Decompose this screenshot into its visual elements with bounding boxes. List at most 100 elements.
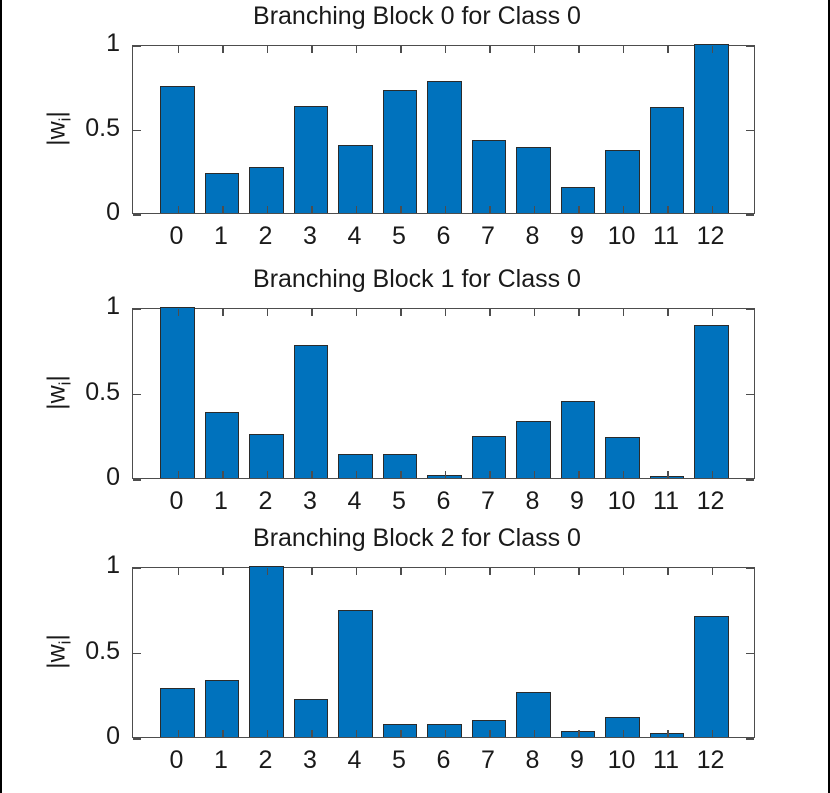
x-tick-label: 1: [214, 487, 228, 515]
x-tick-mark: [667, 730, 669, 737]
x-tick-mark: [177, 568, 180, 575]
x-tick-mark: [533, 568, 536, 575]
x-tick-label: 5: [392, 222, 406, 250]
x-tick-mark: [222, 309, 224, 316]
bar: [382, 454, 418, 478]
x-tick-mark: [578, 471, 580, 478]
x-tick-label: 7: [481, 222, 495, 250]
y-tick-mark: [746, 567, 754, 569]
bar: [427, 474, 462, 478]
x-tick-mark: [355, 568, 358, 575]
x-tick-mark: [355, 46, 358, 53]
y-tick-mark: [133, 393, 141, 396]
bar: [160, 86, 195, 213]
bar: [293, 344, 329, 478]
x-tick-label: 9: [570, 746, 584, 774]
x-tick-mark: [622, 206, 625, 213]
y-tick-label: 1: [106, 551, 120, 579]
x-tick-label: 7: [481, 746, 495, 774]
x-tick-mark: [667, 471, 669, 478]
x-tick-mark: [177, 309, 180, 316]
x-tick-label: 5: [392, 487, 406, 515]
bar: [471, 436, 507, 478]
x-tick-label: 4: [347, 222, 362, 250]
bar: [649, 476, 685, 478]
x-tick-mark: [533, 46, 536, 53]
x-tick-label: 2: [258, 487, 273, 515]
x-tick-label: 0: [169, 222, 184, 250]
bar: [560, 186, 596, 213]
x-tick-mark: [444, 206, 447, 213]
bars-container: [133, 44, 754, 216]
x-tick-mark: [400, 206, 402, 213]
x-tick-label: 6: [436, 487, 451, 515]
x-tick-mark: [222, 471, 224, 478]
y-tick-mark: [746, 738, 754, 740]
x-tick-mark: [533, 206, 536, 213]
bar: [249, 434, 284, 478]
x-tick-mark: [266, 730, 269, 737]
x-tick-mark: [489, 730, 491, 737]
x-tick-label: 2: [258, 222, 273, 250]
bar: [160, 307, 195, 478]
x-tick-mark: [622, 46, 625, 53]
x-tick-mark: [400, 46, 402, 53]
x-tick-mark: [489, 471, 491, 478]
y-tick-label: 0.5: [85, 113, 120, 142]
x-tick-mark: [489, 568, 491, 575]
x-tick-mark: [711, 730, 714, 737]
x-tick-mark: [444, 471, 447, 478]
x-tick-mark: [711, 206, 714, 213]
x-tick-mark: [489, 46, 491, 53]
bars-container: [133, 566, 754, 740]
y-tick-mark: [746, 214, 754, 216]
x-tick-label: 10: [607, 222, 636, 250]
x-tick-mark: [266, 309, 269, 316]
x-tick-mark: [355, 309, 358, 316]
x-tick-label: 11: [653, 487, 679, 515]
x-tick-mark: [266, 206, 269, 213]
y-tick-mark: [746, 308, 754, 310]
x-tick-mark: [533, 309, 536, 316]
x-tick-label: 4: [347, 746, 362, 774]
x-tick-mark: [622, 568, 625, 575]
bar: [694, 324, 729, 478]
bar: [516, 691, 551, 737]
x-tick-mark: [266, 46, 269, 53]
y-tick-mark: [133, 738, 141, 740]
bar: [516, 420, 551, 478]
x-tick-mark: [444, 309, 447, 316]
bar: [694, 615, 729, 737]
y-tick-label: 1: [106, 29, 120, 57]
bar: [204, 173, 240, 213]
bar: [249, 167, 284, 213]
bar: [382, 724, 418, 737]
x-tick-label: 8: [525, 222, 540, 250]
x-tick-mark: [533, 471, 536, 478]
x-tick-label: 0: [169, 487, 184, 515]
bar: [293, 698, 329, 737]
bar: [293, 105, 329, 213]
x-tick-mark: [578, 568, 580, 575]
bars-container: [133, 307, 754, 481]
x-tick-mark: [355, 730, 358, 737]
x-tick-mark: [578, 309, 580, 316]
plot-area: [132, 307, 755, 481]
x-tick-mark: [177, 730, 180, 737]
x-tick-mark: [311, 206, 313, 213]
bar: [694, 44, 729, 213]
x-tick-mark: [222, 206, 224, 213]
y-tick-mark: [133, 479, 141, 481]
bar: [204, 679, 240, 737]
x-tick-label: 3: [303, 746, 317, 774]
x-tick-mark: [177, 206, 180, 213]
x-tick-label: 9: [570, 487, 584, 515]
x-tick-label: 10: [607, 487, 636, 515]
bar: [516, 147, 551, 213]
subplot-title: Branching Block 1 for Class 0: [253, 265, 581, 293]
x-tick-mark: [355, 471, 358, 478]
plot-area: [132, 44, 755, 216]
x-tick-label: 6: [436, 222, 451, 250]
x-tick-mark: [622, 730, 625, 737]
x-tick-mark: [266, 568, 269, 575]
